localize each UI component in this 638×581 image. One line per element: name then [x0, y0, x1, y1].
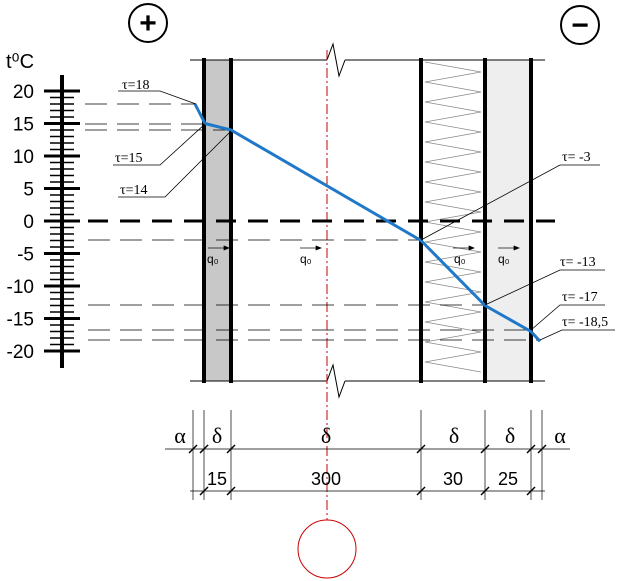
scale-ticks: [44, 89, 80, 353]
symbol-plaster: δ: [212, 423, 222, 448]
heat-flow-label-masonry: q₀: [300, 252, 312, 266]
dimension-extension-lines: [192, 410, 543, 500]
warm-side-sign: +: [139, 7, 157, 40]
tau-outer-surface-label: τ= -17: [562, 290, 598, 305]
thickness-masonry: 300: [311, 469, 341, 489]
symbol-inner-surface: α: [174, 423, 186, 448]
scale-tick-label: 5: [23, 180, 34, 201]
wall-outline: [190, 42, 545, 399]
heat-flow-label-insulation: q₀: [454, 252, 466, 266]
heat-flow-label-plaster: q₀: [207, 252, 219, 266]
symbol-cladding: δ: [505, 423, 515, 448]
scale-tick-label: -10: [7, 277, 34, 298]
cold-side-circle: [560, 5, 600, 45]
dimension-ticks: [188, 444, 547, 496]
scale-tick-label: -15: [7, 310, 34, 331]
thickness-cladding: 25: [498, 469, 518, 489]
scale-tick-label: 20: [13, 82, 34, 103]
scale-tick-label: 15: [13, 115, 34, 136]
symbol-masonry: δ: [321, 423, 331, 448]
scale-tick-label: 0: [23, 212, 34, 233]
heat-flow-arrows: [208, 245, 520, 251]
scale-tick-label: -5: [17, 245, 34, 266]
tau-outer-air-label: τ= -18,5: [562, 315, 608, 330]
tau-inner-surface-label: τ=15: [115, 151, 143, 166]
scale-unit-label: t⁰C: [6, 51, 34, 73]
warm-side-circle: [128, 3, 168, 43]
insulation-layer-hatch: [424, 61, 482, 373]
label-leaders: [113, 90, 615, 341]
tau-masonry-insulation-label: τ= -3: [562, 150, 591, 165]
thickness-plaster: 15: [207, 469, 227, 489]
thickness-insulation: 30: [443, 469, 463, 489]
temperature-profile-line: [193, 103, 542, 343]
axis-marker-circle: [297, 519, 357, 579]
scale-tick-label: -20: [7, 342, 34, 363]
scale-labels: 20 15 10 5 0 -5 -10 -15 -20: [7, 82, 34, 363]
cold-side-sign: −: [571, 9, 589, 42]
symbol-outer-surface: α: [554, 423, 566, 448]
heat-flow-label-cladding: q₀: [498, 252, 510, 266]
tau-insulation-cladding-label: τ= -13: [560, 255, 596, 270]
reference-dash-lines: [85, 103, 540, 341]
scale-tick-label: 10: [13, 147, 34, 168]
tau-plaster-masonry-label: τ=14: [120, 183, 148, 198]
tau-inner-air-label: τ=18: [122, 78, 150, 93]
symbol-insulation: δ: [449, 423, 459, 448]
